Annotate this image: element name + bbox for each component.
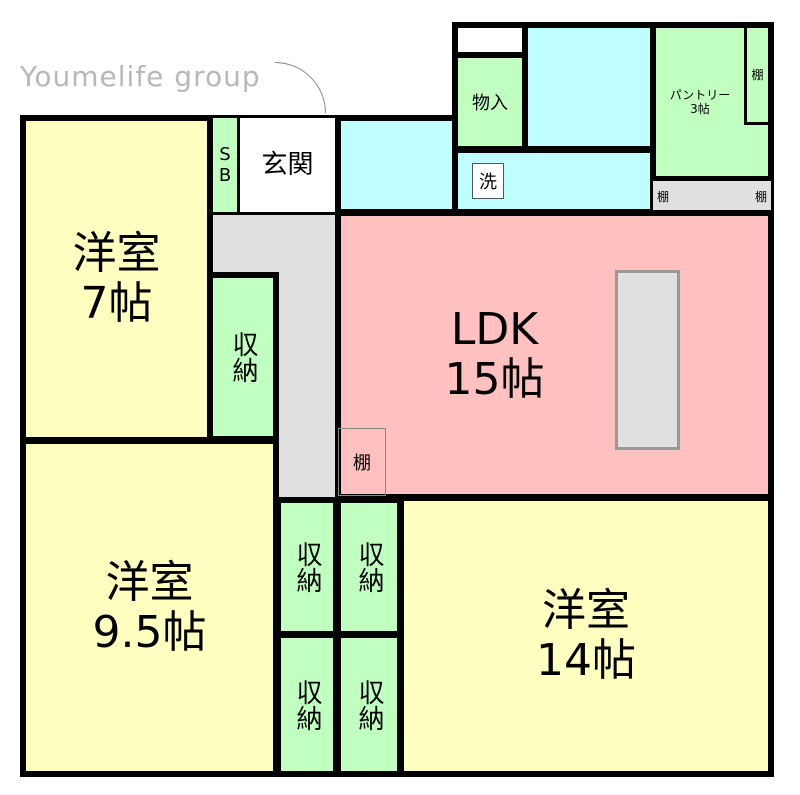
bathroom: [522, 22, 656, 152]
shelf-label: 棚: [353, 453, 371, 474]
shelf-label: 棚: [754, 189, 767, 204]
room-name: 洋室: [542, 585, 630, 636]
ldk-name: LDK: [450, 304, 539, 355]
room-size: 9.5帖: [92, 606, 207, 658]
closet: 収納: [275, 632, 339, 777]
shelf-label: 棚: [657, 189, 670, 204]
shoe-box: SB: [210, 115, 240, 215]
closet: 収納: [335, 632, 403, 777]
closet-label: 収納: [292, 678, 322, 731]
shoe-box-label: SB: [214, 144, 236, 186]
room-size: 7帖: [80, 278, 153, 329]
room-western-7: 洋室 7帖: [20, 115, 213, 443]
entrance-label: 玄関: [261, 150, 314, 180]
ldk-size: 15帖: [444, 354, 545, 405]
room-western-14: 洋室 14帖: [398, 495, 774, 777]
pantry-name: パントリー: [669, 88, 731, 102]
room-size: 14帖: [536, 635, 636, 686]
entrance-door[interactable]: [275, 62, 326, 113]
watermark: Youmelife group: [20, 60, 261, 93]
closet-label: 収納: [292, 541, 322, 593]
washer-label: 洗: [472, 163, 504, 199]
storage-top: 物入: [452, 52, 528, 152]
pantry-shelf: 棚: [744, 25, 771, 125]
shelf-label: 棚: [751, 68, 764, 82]
closet-label: 収納: [228, 331, 258, 383]
closet-label: 収納: [354, 678, 384, 731]
room-name: 洋室: [105, 556, 194, 608]
room-name: 洋室: [72, 228, 161, 279]
closet: 収納: [275, 497, 339, 637]
ldk-shelf: 棚: [338, 428, 386, 496]
closet: 収納: [335, 497, 403, 637]
toilet: [335, 115, 460, 215]
kitchen-counter: [615, 270, 680, 450]
room-western-9-5: 洋室 9.5帖: [20, 438, 279, 777]
pantry-size: 3帖: [690, 102, 710, 116]
laundry-room: 洗: [452, 147, 656, 215]
closet-hall: 収納: [207, 272, 279, 442]
entrance: 玄関: [237, 115, 338, 215]
storage-top-label: 物入: [472, 93, 508, 114]
closet-label: 収納: [354, 541, 384, 593]
room-ldk: LDK 15帖: [335, 210, 774, 500]
